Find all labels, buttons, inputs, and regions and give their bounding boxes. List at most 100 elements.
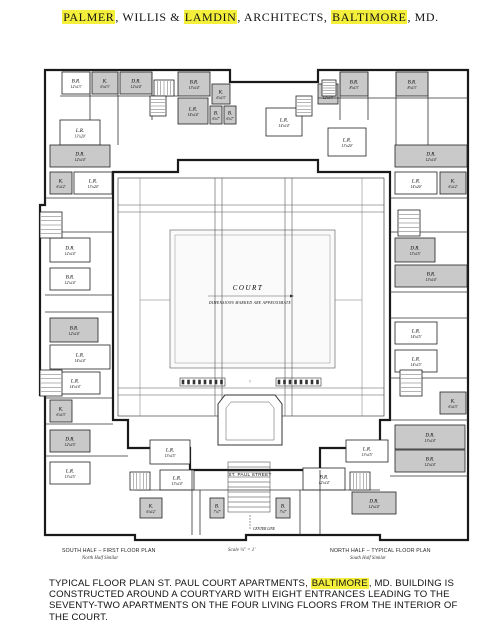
room-label: B.R. (408, 81, 417, 86)
room-label: D.R. (409, 247, 419, 252)
header-part: , WILLIS & (115, 10, 184, 24)
entrance-terrace (217, 394, 283, 446)
room-label: L.R. (65, 470, 74, 475)
room-dimension: 13'x14' (426, 278, 437, 282)
court-lawn (169, 229, 336, 369)
room-cell (211, 83, 231, 105)
entrance-terrace-inner (225, 401, 275, 441)
room-dimension: 12'x14' (319, 481, 330, 485)
room-dimension: 14'x14' (75, 359, 86, 363)
room-label: L.R. (75, 354, 84, 359)
room-dimension: 7'x7' (279, 510, 286, 514)
caption-part: BALTIMORE (310, 578, 369, 589)
room-label: K. (450, 400, 456, 405)
room-dimension: 12'x13' (71, 85, 82, 89)
room-dimension: 13'x15' (165, 454, 176, 458)
room-cell (73, 171, 113, 195)
room-dimension: 13'x20' (75, 135, 86, 139)
room-dimension: 12'x14' (425, 463, 436, 467)
header-part: BALTIMORE (331, 10, 408, 24)
caption-part: , MD. BUILDING IS CONSTRUCTED AROUND A C… (49, 578, 458, 623)
room-cell (49, 317, 99, 343)
room-dimension: 13'x14' (189, 86, 200, 90)
left-plan-title: SOUTH HALF – FIRST FLOOR PLAN (62, 548, 156, 554)
room-cell (49, 267, 91, 291)
court-lawn-inner (174, 234, 331, 364)
apartment-rooms: B.R.12'x13'K.6'x13'D.R.12'x14'B.R.13'x14… (45, 71, 468, 535)
pergola-right (275, 377, 322, 387)
room-cell (275, 497, 291, 519)
room-label: L.R. (362, 448, 371, 453)
room-cell (394, 321, 438, 345)
room-cell (439, 391, 467, 415)
room-cell (395, 71, 429, 97)
room-label: D.R. (424, 434, 434, 439)
room-dimension: 6'x12' (448, 185, 457, 189)
room-label: L.R. (279, 119, 288, 124)
pergola-column (181, 379, 185, 385)
room-label: B.R. (190, 81, 199, 86)
pergola-column (316, 379, 319, 385)
room-cell (394, 424, 466, 450)
architects-header: PALMER, WILLIS & LAMDIN, ARCHITECTS, BAL… (0, 10, 501, 25)
scale-note: Scale ¼" = 1' (228, 548, 256, 553)
room-label: D.R. (64, 247, 74, 252)
room-cell (394, 171, 438, 195)
room-dimension: 6'x12' (56, 185, 65, 189)
room-label: L.R. (165, 449, 174, 454)
room-cell (223, 105, 237, 125)
room-dimension: 14'x15' (411, 335, 422, 339)
right-plan-title: NORTH HALF – TYPICAL FLOOR PLAN (330, 548, 431, 554)
room-label: B.R. (66, 276, 75, 281)
room-dimension: 12'x14' (75, 158, 86, 162)
right-plan-subtitle: South Half Similar (350, 556, 386, 561)
room-label: K. (450, 180, 456, 185)
room-label: B. (228, 112, 232, 117)
court-arrow-head-icon (290, 294, 294, 298)
room-label: B.R. (427, 273, 436, 278)
room-label: D.R. (64, 438, 74, 443)
room-cell (49, 429, 91, 453)
room-cell (439, 171, 467, 195)
pergola-column (310, 379, 314, 385)
room-cell (209, 497, 225, 519)
room-label: D.R. (130, 80, 140, 85)
pergola-column (299, 379, 303, 385)
left-plan-subtitle: North Half Similar (82, 556, 119, 561)
room-label: B. (281, 505, 285, 510)
pergola-column (220, 379, 223, 385)
room-label: D.R. (425, 153, 435, 158)
room-dimension: 6'x13' (100, 85, 109, 89)
room-label: B. (215, 505, 219, 510)
pergola-column (305, 379, 308, 385)
figure-caption: TYPICAL FLOOR PLAN ST. PAUL COURT APARTM… (49, 578, 461, 623)
room-label: L.R. (411, 330, 420, 335)
room-cell (59, 119, 101, 146)
room-cell (345, 439, 389, 463)
court-label: COURT (233, 284, 263, 292)
room-dimension: 14'x15' (411, 363, 422, 367)
pergola-column (187, 379, 190, 385)
room-label: L.R. (411, 358, 420, 363)
room-dimension: 8'x13' (407, 86, 416, 90)
pergola-left (179, 377, 226, 387)
room-label: B.R. (72, 80, 81, 85)
room-cell (49, 144, 111, 168)
room-dimension: 12'x14' (426, 158, 437, 162)
room-dimension: 13'x20' (88, 185, 99, 189)
room-label: B. (214, 112, 218, 117)
room-cell (139, 497, 163, 519)
room-cell (394, 237, 436, 263)
pergola-column (214, 379, 218, 385)
room-label: B.R. (426, 458, 435, 463)
room-dimension: 6'x13' (56, 413, 65, 417)
room-cell (209, 105, 223, 125)
room-dimension: 14'x14' (188, 113, 199, 117)
courtyard (117, 177, 385, 513)
room-label: K. (58, 408, 64, 413)
pergola-column (209, 379, 212, 385)
room-cell (177, 97, 209, 125)
room-cell (49, 344, 111, 370)
room-label: K. (148, 505, 154, 510)
room-cell (327, 127, 367, 157)
